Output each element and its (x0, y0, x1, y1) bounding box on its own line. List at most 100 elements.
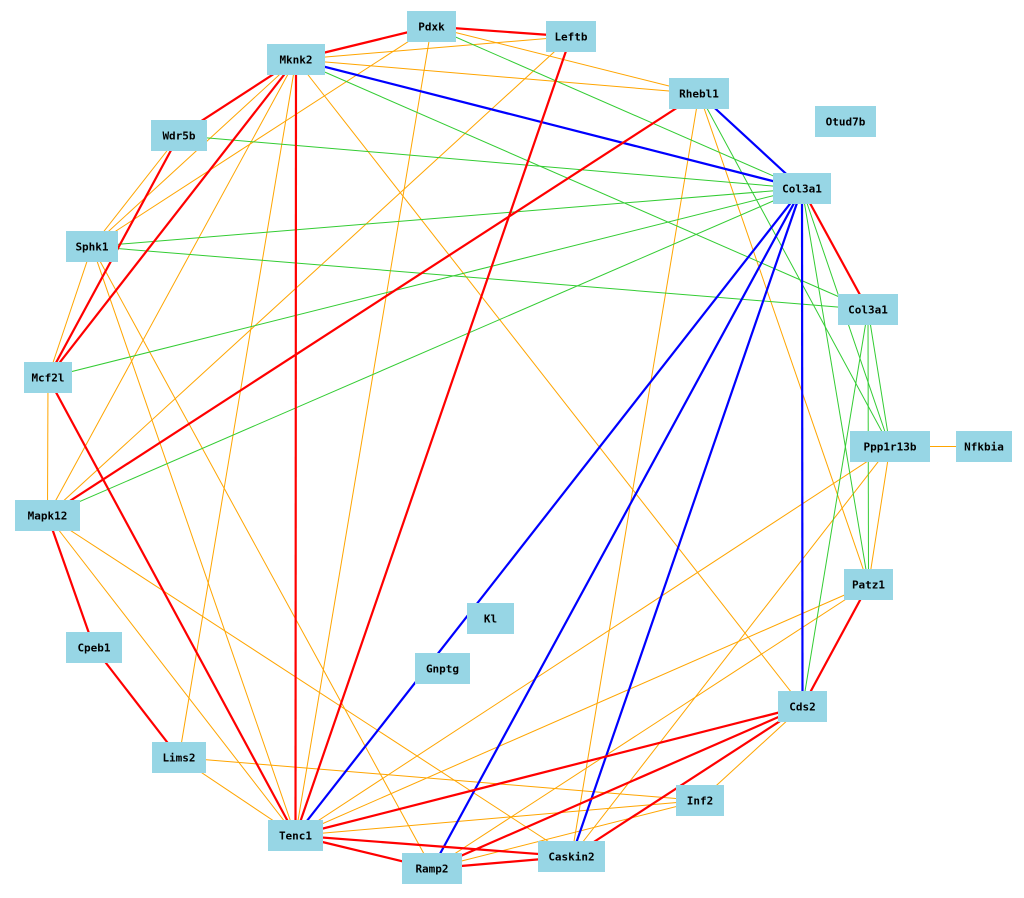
edge-mapk12-tenc1 (47, 515, 296, 836)
node-nfkbia[interactable]: Nfkbia (956, 431, 1012, 462)
edge-rhebl1-patz1 (698, 93, 869, 585)
node-box (15, 500, 80, 531)
node-sphk1[interactable]: Sphk1 (66, 231, 118, 262)
node-wdr5b[interactable]: Wdr5b (151, 120, 207, 151)
node-ramp2[interactable]: Ramp2 (402, 853, 462, 884)
node-mcf2l[interactable]: Mcf2l (24, 362, 72, 393)
node-layer: PdxkLeftbMknk2Rhebl1Otud7bWdr5bCol3a1Sph… (15, 11, 1012, 884)
node-label: Col3a1 (782, 183, 822, 196)
node-cpeb1[interactable]: Cpeb1 (66, 632, 122, 663)
edge-rhebl1-col3a1a (698, 92, 803, 190)
edge-col3a1a-patz1 (801, 188, 869, 585)
node-label: Pdxk (418, 21, 445, 34)
node-box (402, 853, 462, 884)
edge-ppp1r13b-tenc1 (295, 446, 891, 836)
edge-sphk1-ramp2 (91, 246, 433, 869)
edge-rhebl1-ppp1r13b (698, 93, 891, 447)
edge-pdxk-col3a1a (431, 26, 803, 189)
node-ppp1r13b[interactable]: Ppp1r13b (850, 431, 930, 462)
edge-sphk1-mcf2l (47, 246, 93, 378)
node-label: Wdr5b (162, 130, 195, 143)
edge-mknk2-lims2 (178, 59, 297, 758)
node-tenc1[interactable]: Tenc1 (268, 820, 323, 851)
edge-mknk2-col3a1b (295, 59, 869, 310)
edge-layer (46, 25, 984, 870)
edge-cpeb1-lims2 (93, 646, 180, 759)
node-label: Nfkbia (964, 441, 1004, 454)
edge-patz1-cds2 (801, 583, 870, 708)
node-gnptg[interactable]: Gnptg (415, 653, 470, 684)
edge-mknk2-sphk1 (91, 59, 297, 247)
node-box (669, 78, 729, 109)
node-box (850, 431, 930, 462)
node-box (676, 785, 724, 816)
node-label: Otud7b (826, 116, 866, 129)
node-box (415, 653, 470, 684)
node-box (815, 106, 876, 137)
edge-col3a1b-ppp1r13b (867, 309, 891, 447)
node-kl[interactable]: Kl (467, 603, 514, 634)
edge-mknk2-mcf2l (47, 58, 297, 379)
edge-cds2-ramp2 (431, 705, 803, 870)
node-label: Mcf2l (31, 372, 64, 385)
edge-pdxk-sphk1 (91, 26, 432, 247)
node-box (66, 632, 122, 663)
edge-rhebl1-caskin2 (571, 93, 700, 857)
node-box (152, 742, 206, 773)
node-box (773, 173, 831, 204)
edge-mapk12-col3a1a (47, 188, 803, 516)
node-lims2[interactable]: Lims2 (152, 742, 206, 773)
node-inf2[interactable]: Inf2 (676, 785, 724, 816)
edge-col3a1a-caskin2 (570, 188, 804, 857)
node-box (844, 569, 893, 600)
edge-cds2-caskin2 (570, 705, 804, 858)
node-col3a1b[interactable]: Col3a1 (838, 294, 898, 325)
node-label: Col3a1 (848, 304, 888, 317)
node-label: Lims2 (162, 752, 195, 765)
node-cds2[interactable]: Cds2 (778, 691, 827, 722)
edge-tenc1-caskin2 (295, 834, 572, 858)
edge-mknk2-leftb (295, 36, 572, 60)
node-rhebl1[interactable]: Rhebl1 (669, 78, 729, 109)
node-pdxk[interactable]: Pdxk (407, 11, 456, 42)
edge-rhebl1-mapk12 (46, 92, 700, 517)
edge-pdxk-rhebl1 (431, 26, 700, 94)
edge-sphk1-col3a1a (91, 188, 803, 247)
node-box (24, 362, 72, 393)
node-mknk2[interactable]: Mknk2 (267, 44, 325, 75)
node-label: Ppp1r13b (864, 441, 917, 454)
edge-inf2-tenc1 (295, 800, 701, 836)
node-label: Cpeb1 (77, 642, 110, 655)
node-box (467, 603, 514, 634)
edge-sphk1-tenc1 (91, 246, 296, 836)
edge-mapk12-cpeb1 (46, 515, 96, 648)
node-caskin2[interactable]: Caskin2 (538, 841, 605, 872)
node-label: Rhebl1 (679, 88, 719, 101)
node-patz1[interactable]: Patz1 (844, 569, 893, 600)
edge-wdr5b-col3a1a (178, 135, 803, 189)
edge-mcf2l-col3a1a (47, 188, 803, 378)
edge-inf2-ramp2 (431, 800, 701, 869)
node-label: Caskin2 (548, 851, 594, 864)
node-leftb[interactable]: Leftb (546, 21, 596, 52)
node-label: Leftb (554, 31, 587, 44)
node-label: Cds2 (789, 701, 816, 714)
edge-mapk12-caskin2 (47, 515, 572, 857)
edge-mknk2-tenc1 (294, 59, 298, 836)
node-label: Sphk1 (75, 241, 108, 254)
node-box (538, 841, 605, 872)
node-otud7b[interactable]: Otud7b (815, 106, 876, 137)
node-label: Tenc1 (279, 830, 312, 843)
edge-cds2-tenc1 (295, 705, 803, 837)
node-box (838, 294, 898, 325)
edge-leftb-tenc1 (294, 36, 573, 836)
node-label: Inf2 (687, 795, 714, 808)
edge-leftb-mapk12 (47, 36, 572, 516)
edge-mcf2l-mapk12 (47, 377, 49, 516)
edge-mknk2-col3a1a (295, 58, 803, 190)
node-mapk12[interactable]: Mapk12 (15, 500, 80, 531)
edge-cds2-inf2 (699, 706, 803, 801)
edge-lims2-inf2 (178, 757, 701, 801)
node-col3a1a[interactable]: Col3a1 (773, 173, 831, 204)
